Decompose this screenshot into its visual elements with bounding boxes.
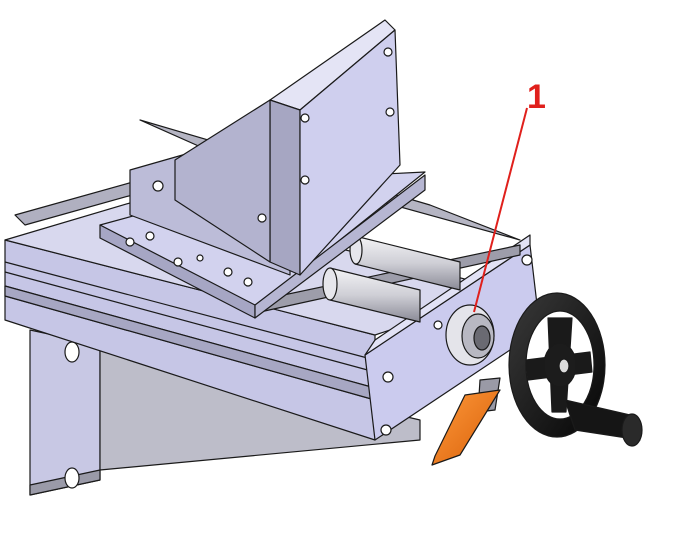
callout-number: 1: [527, 78, 546, 116]
roller-shafts: [322, 235, 461, 323]
clamp-lever: [431, 377, 501, 466]
callout-leader-line: [473, 107, 528, 313]
bearing-hub: [445, 304, 495, 366]
angle-bracket: [129, 19, 401, 276]
handwheel: [508, 292, 643, 447]
